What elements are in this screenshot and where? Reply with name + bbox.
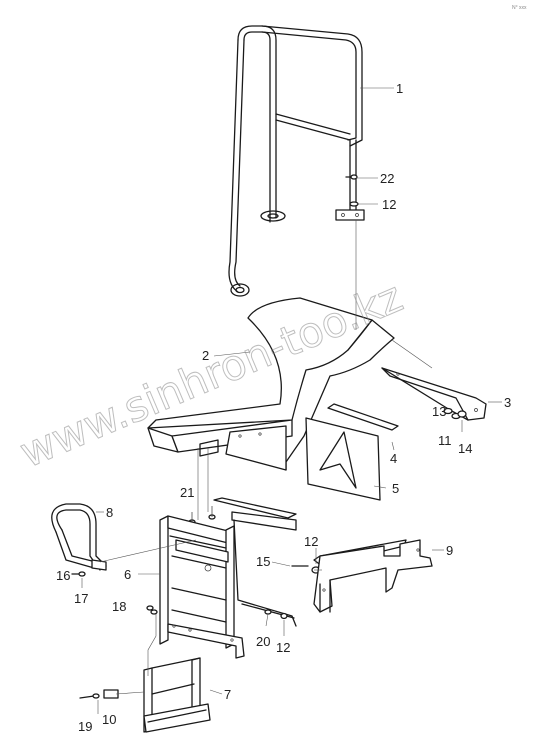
part-22-bolt — [345, 174, 359, 207]
callout-7: 7 — [224, 687, 231, 702]
callout-13: 13 — [432, 404, 446, 419]
callout-22: 22 — [380, 171, 394, 186]
callout-4: 4 — [390, 451, 397, 466]
part-5-warning-plate — [305, 417, 381, 501]
part-1-handrail — [228, 25, 365, 297]
callout-3: 3 — [504, 395, 511, 410]
part-15-bolt — [291, 565, 321, 574]
callout-8: 8 — [106, 505, 113, 520]
leader-lines — [81, 87, 502, 714]
callout-10: 10 — [102, 712, 116, 727]
callout-6: 6 — [124, 567, 131, 582]
part-18-nut — [146, 605, 158, 615]
parts-19-10-fasteners — [79, 689, 119, 699]
callout-5: 5 — [392, 481, 399, 496]
callout-11: 11 — [438, 433, 452, 448]
callout-2: 2 — [202, 348, 209, 363]
corner-mark: N° xxx — [512, 5, 527, 11]
part-4-strip — [327, 403, 399, 431]
part-21-bolts — [188, 506, 216, 525]
callout-1: 1 — [396, 81, 403, 96]
callout-19: 19 — [78, 719, 92, 734]
part-8-grab-handle — [51, 503, 107, 571]
part-7-step — [143, 657, 211, 733]
callout-17: 17 — [74, 591, 88, 606]
callout-15: 15 — [256, 554, 270, 569]
callout-12-bottom: 12 — [276, 640, 290, 655]
callout-labels: 1 22 12 2 3 13 11 14 4 5 21 8 15 12 9 16… — [56, 81, 511, 734]
callout-20: 20 — [256, 634, 270, 649]
callout-21: 21 — [180, 485, 194, 500]
parts-16-17-fasteners — [71, 571, 86, 577]
part-20-bolt — [264, 609, 288, 620]
callout-14: 14 — [458, 441, 472, 456]
callout-12-top: 12 — [382, 197, 396, 212]
part-6-main-frame — [159, 497, 297, 659]
callout-18: 18 — [112, 599, 126, 614]
callout-16: 16 — [56, 568, 70, 583]
parts-13-11-14-fasteners — [443, 407, 467, 420]
part-2-fender-cover — [147, 297, 395, 471]
part-9-side-bracket — [313, 539, 433, 613]
callout-9: 9 — [446, 543, 453, 558]
callout-12-mid: 12 — [304, 534, 318, 549]
